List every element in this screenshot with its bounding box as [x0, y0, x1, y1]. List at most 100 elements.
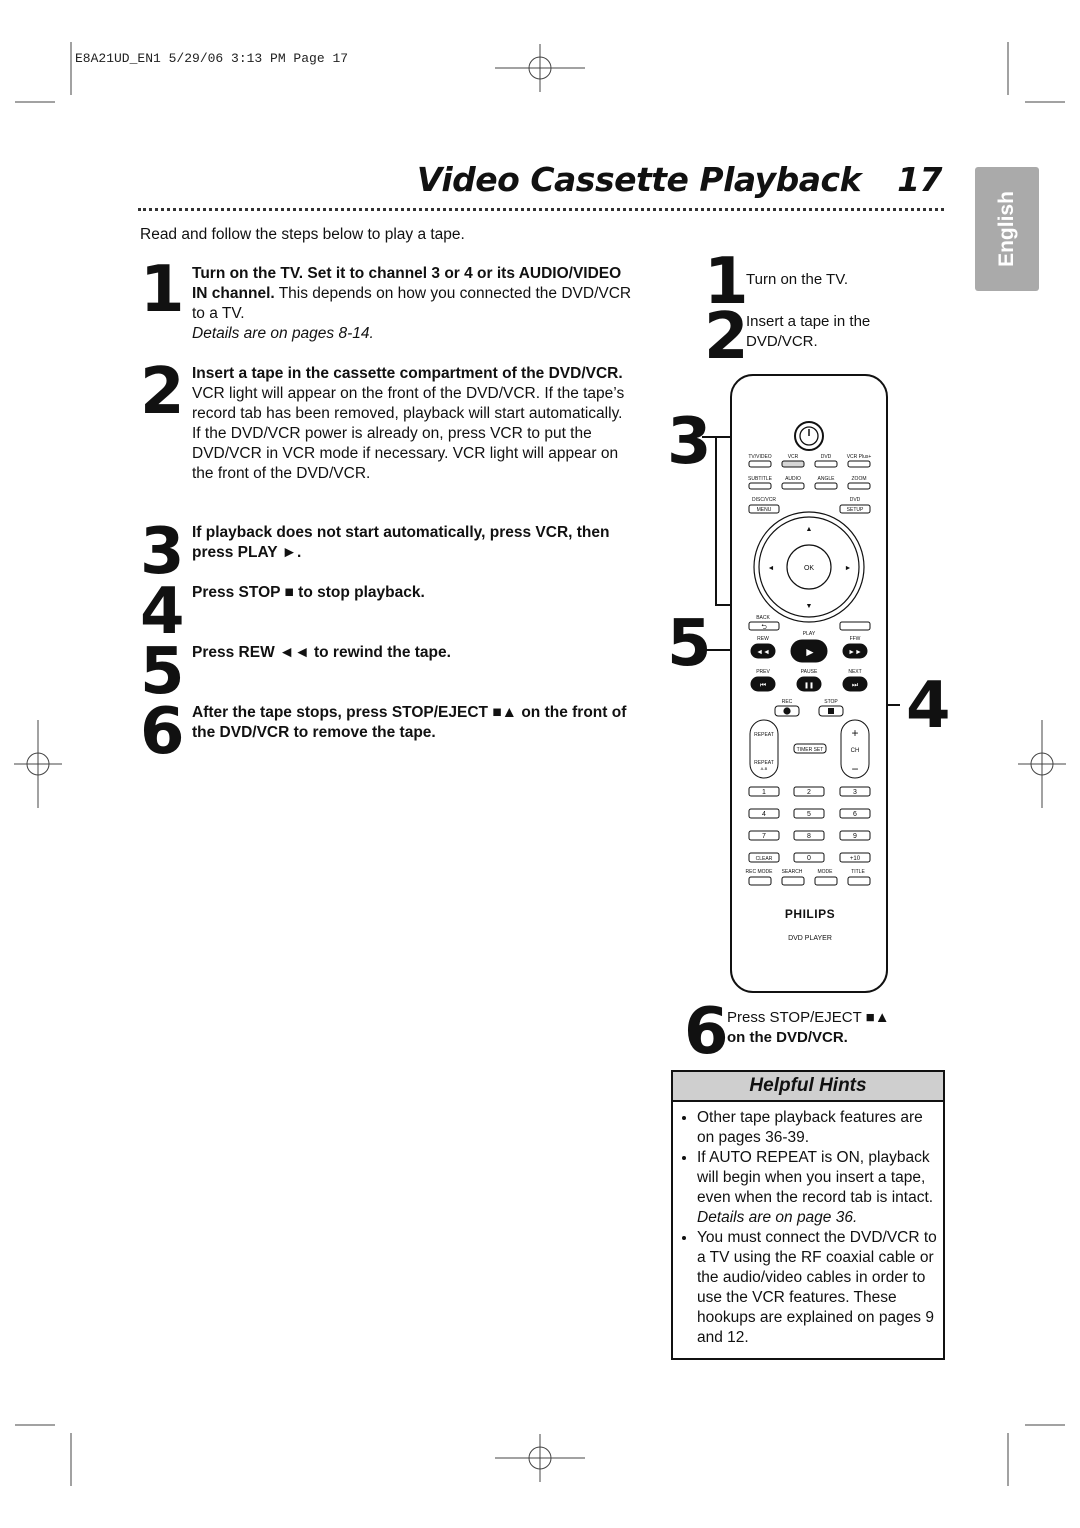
rec-mode-button[interactable]: [748, 876, 772, 886]
step-number: 3: [140, 515, 185, 589]
digit-button-7[interactable]: [748, 830, 780, 841]
rew-button[interactable]: [750, 643, 776, 659]
step-4: Press STOP ■ to stop playback.: [192, 584, 425, 601]
vcr-button[interactable]: [781, 460, 805, 468]
step-1-bold: Turn on the TV. Set it to channel 3 or 4…: [192, 265, 622, 302]
plus10-button[interactable]: [839, 852, 871, 863]
audio-button[interactable]: [781, 482, 805, 490]
step-number: 1: [140, 253, 185, 327]
pause-button[interactable]: [796, 676, 822, 692]
dvd-setup-label: DVD: [850, 497, 861, 503]
side-step-number: 2: [704, 300, 749, 374]
next-button[interactable]: [842, 676, 868, 692]
digit-button-4[interactable]: [748, 808, 780, 819]
angle-button[interactable]: [814, 482, 838, 490]
repeat-label: REPEAT: [754, 732, 774, 738]
digit-button-2[interactable]: [793, 786, 825, 797]
digit-label: 9: [853, 833, 857, 840]
rec-mode-button-label: REC MODE: [746, 869, 774, 875]
ch-label: CH: [851, 748, 860, 754]
digit-label: 6: [853, 811, 857, 818]
menu-button[interactable]: [748, 504, 780, 514]
step-2: Insert a tape in the cassette compartmen…: [192, 364, 637, 484]
digit-button-5[interactable]: [793, 808, 825, 819]
page-number: 17: [897, 160, 942, 199]
step-number: 6: [140, 695, 185, 769]
display-button[interactable]: [839, 621, 871, 631]
subtitle-button[interactable]: [748, 482, 772, 490]
step-5: Press REW ◄◄ to rewind the tape.: [192, 644, 451, 661]
ch-up-icon: +: [851, 726, 858, 740]
search-button[interactable]: [781, 876, 805, 886]
step-3: If playback does not start automatically…: [192, 524, 610, 561]
step-1-note: Details are on pages 8-14.: [192, 325, 374, 342]
back-button[interactable]: [748, 621, 780, 631]
vcr-plus-button[interactable]: [847, 460, 871, 468]
repeat-panel[interactable]: [749, 719, 779, 779]
play-button[interactable]: [790, 639, 828, 663]
digit-button-0[interactable]: [793, 852, 825, 863]
digit-button-6[interactable]: [839, 808, 871, 819]
clear-button[interactable]: [748, 852, 780, 863]
remote-brand: PHILIPS: [784, 907, 836, 921]
hint-text: If AUTO REPEAT is ON, playback will begi…: [697, 1149, 934, 1206]
digit-button-1[interactable]: [748, 786, 780, 797]
digit-button-9[interactable]: [839, 830, 871, 841]
step-number: 5: [140, 635, 185, 709]
rec-dot-icon[interactable]: [783, 707, 791, 715]
digit-label: 5: [807, 811, 811, 818]
stop-square-icon: [828, 708, 834, 714]
remote-model: DVD PLAYER: [788, 935, 832, 942]
setup-button[interactable]: [839, 504, 871, 514]
hint-item: Other tape playback features are on page…: [697, 1108, 937, 1148]
dvd-button-label: DVD: [821, 454, 832, 460]
tv-video-button-label: TV/VIDEO: [748, 454, 771, 460]
menu-label: MENU: [757, 507, 772, 513]
step-number: 2: [140, 355, 185, 429]
prev-button[interactable]: [750, 676, 776, 692]
side-step-6-bold: on the DVD/VCR.: [727, 1029, 848, 1046]
dotted-rule: [138, 208, 944, 211]
tv-video-button[interactable]: [748, 460, 772, 468]
side-step-number: 1: [704, 245, 749, 319]
digit-label: 1: [762, 789, 766, 796]
down-arrow-icon: ▼: [806, 603, 813, 610]
mode-button[interactable]: [814, 876, 838, 886]
ffw-icon: ►►: [848, 649, 862, 656]
title-text: Video Cassette Playback: [416, 160, 862, 199]
zoom-button[interactable]: [847, 482, 871, 490]
hint-item: If AUTO REPEAT is ON, playback will begi…: [697, 1148, 937, 1228]
rew-label: REW: [757, 636, 769, 642]
side-step-6: Press STOP/EJECT ■▲ on the DVD/VCR.: [727, 1008, 927, 1048]
digit-button-8[interactable]: [793, 830, 825, 841]
zoom-button-label: ZOOM: [852, 476, 867, 482]
ffw-button[interactable]: [842, 643, 868, 659]
prev-label: PREV: [756, 669, 770, 675]
step-2-text-2: If the DVD/VCR power is already on, pres…: [192, 425, 619, 482]
side-step-6-text: Press STOP/EJECT ■▲: [727, 1009, 890, 1026]
rec-label: REC: [782, 699, 793, 705]
clear-label: CLEAR: [756, 856, 773, 862]
digit-label: 4: [762, 811, 766, 818]
play-icon: ►: [804, 645, 816, 659]
next-label: NEXT: [848, 669, 861, 675]
ok-button[interactable]: [786, 544, 832, 590]
title-button[interactable]: [847, 876, 871, 886]
digit-button-3[interactable]: [839, 786, 871, 797]
helpful-hints: Helpful Hints Other tape playback featur…: [671, 1070, 945, 1360]
timer-set-button[interactable]: [793, 743, 827, 754]
hints-heading: Helpful Hints: [673, 1072, 943, 1102]
play-label: PLAY: [803, 631, 816, 637]
audio-button-label: AUDIO: [785, 476, 801, 482]
ch-rocker[interactable]: [840, 719, 870, 779]
dvd-button[interactable]: [814, 460, 838, 468]
digit-label: 7: [762, 833, 766, 840]
digit-label: 2: [807, 789, 811, 796]
ab-label: A-B: [761, 766, 768, 771]
hints-list: Other tape playback features are on page…: [673, 1108, 943, 1348]
step-1-text: This depends on how you connected the DV…: [192, 285, 632, 322]
left-arrow-icon: ◄: [768, 565, 775, 572]
back-label: BACK: [756, 615, 770, 621]
ffw-label: FFW: [850, 636, 861, 642]
